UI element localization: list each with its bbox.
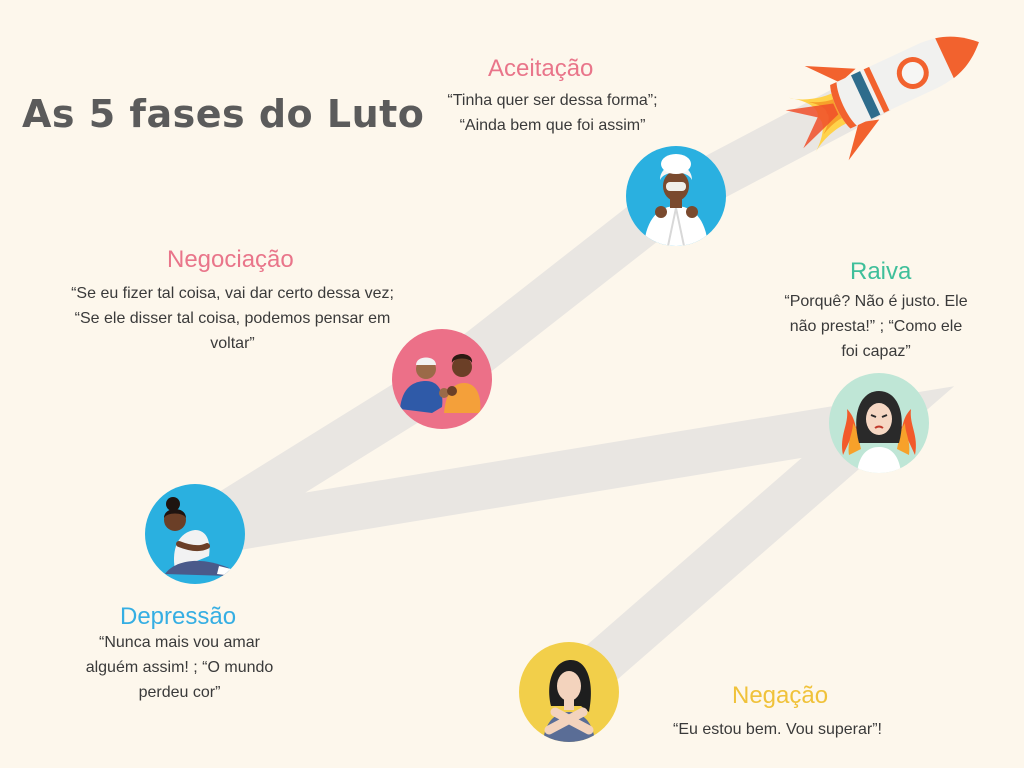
rocket-icon <box>785 36 979 161</box>
woman-towel-face-mask-icon <box>626 146 726 246</box>
quote-line: alguém assim! ; “O mundo <box>85 659 274 676</box>
quote-line: voltar” <box>210 335 255 352</box>
stage-title-raiva: Raiva <box>850 258 912 285</box>
stage-title-aceitacao: Aceitação <box>488 55 594 82</box>
quote-line: “Nunca mais vou amar <box>99 634 260 651</box>
stage-title-depressao: Depressão <box>120 603 237 630</box>
stage-quote-aceitacao: “Tinha quer ser dessa forma”; “Ainda bem… <box>430 88 675 138</box>
path-line <box>182 69 955 710</box>
stage-quote-depressao: “Nunca mais vou amar alguém assim! ; “O … <box>72 630 287 705</box>
stage-title-negociacao: Negociação <box>167 246 294 273</box>
angry-woman-flames-icon <box>829 373 929 473</box>
two-people-talking-icon <box>392 329 492 429</box>
quote-line: perdeu cor” <box>138 684 221 701</box>
stage-title-negacao: Negação <box>732 682 829 709</box>
quote-line: “Porquê? Não é justo. Ele <box>784 293 968 310</box>
stage-quote-negociacao: “Se eu fizer tal coisa, vai dar certo de… <box>50 281 415 356</box>
quote-line: foi capaz” <box>841 343 911 360</box>
sad-person-sitting-icon <box>145 484 245 584</box>
quote-line: “Tinha quer ser dessa forma”; <box>447 92 658 109</box>
quote-line: “Se ele disser tal coisa, podemos pensar… <box>74 310 391 327</box>
quote-line: “Ainda bem que foi assim” <box>459 117 646 134</box>
page-title: As 5 fases do Luto <box>22 92 425 136</box>
quote-line: não presta!” ; “Como ele <box>789 318 963 335</box>
stage-quote-negacao: “Eu estou bem. Vou superar”! <box>660 717 895 742</box>
stage-quote-raiva: “Porquê? Não é justo. Ele não presta!” ;… <box>776 289 976 364</box>
quote-line: “Eu estou bem. Vou superar”! <box>673 721 882 738</box>
quote-line: “Se eu fizer tal coisa, vai dar certo de… <box>71 285 394 302</box>
woman-crossed-arms-icon <box>519 642 619 742</box>
